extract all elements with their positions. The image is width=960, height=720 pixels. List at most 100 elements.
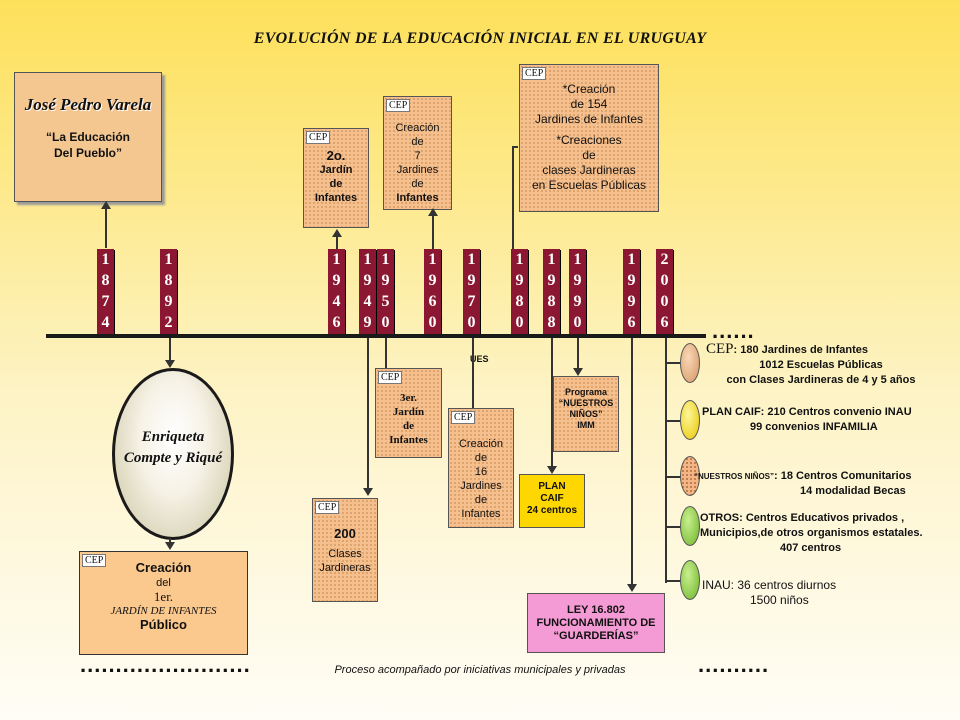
right-caif-text: PLAN CAIF: 210 Centros convenio INAU 99 … [702,405,952,435]
arrow-up-icon [332,229,342,237]
connector-line [472,338,474,408]
footer-dots-left: ........................ [80,652,251,677]
connector-line [665,362,681,364]
event-box-1970: CEP Creación de 16 Jardines de Infantes [448,408,514,528]
right-nuestros-text: “NUESTROS NIÑOS”: 18 Centros Comunitario… [694,469,956,499]
connector-line [169,538,171,544]
box-text: *Creaciones [556,133,622,147]
bullet-nuestros-ninos-icon [680,456,700,496]
connector-line [169,338,171,362]
box-text: Jardines [460,480,502,492]
connector-line [631,338,633,586]
box-text: Jardín [392,406,425,418]
cep-tag: CEP [522,67,547,80]
box-text: Jardines [396,164,439,176]
connector-line [432,215,434,249]
right-line: 1012 Escuelas Públicas [759,359,883,371]
cep-tag: CEP [315,501,340,514]
right-line: 14 modalidad Becas [800,485,906,497]
box-text: PLAN [538,481,566,492]
bullet-otros-icon [680,506,700,546]
box-text: de [403,420,414,432]
box-text: *Creación [562,82,616,96]
arrow-down-icon [573,368,583,376]
event-box-1949: CEP 200 Clases Jardineras [312,498,378,602]
box-text: Jardineras [319,562,371,574]
box-text: Público [140,617,187,632]
connector-line [367,338,369,488]
box-text: NIÑOS” [569,409,603,419]
event-box-1946: CEP 2o. Jardín de Infantes [303,128,369,228]
enriqueta-oval: Enriqueta Compte y Riqué [112,368,234,540]
box-text: Infantes [396,192,439,204]
enriqueta-name: Enriqueta [141,429,205,445]
box-text: de [411,178,424,190]
cep-label: CEP [706,341,734,357]
bullet-inau-icon [680,560,700,600]
cep-tag: CEP [378,371,403,384]
right-line: 99 convenios INFAMILIA [750,421,878,433]
event-box-1996: LEY 16.802 FUNCIONAMIENTO DE “GUARDERÍAS… [527,593,665,653]
footer-dots-right: .......... [698,652,770,677]
connector-line [665,420,681,422]
box-text: 7 [414,150,421,162]
arrow-down-icon [547,466,557,474]
box-text: Jardín [319,164,353,176]
box-text: de [411,136,424,148]
arrow-down-icon [165,360,175,368]
box-text: Programa [564,387,608,397]
arrow-down-icon [627,584,637,592]
connector-line [577,338,579,368]
cep-tag: CEP [82,554,107,567]
event-box-1950: CEP 3er. Jardín de Infantes [375,368,442,458]
arrow-up-icon [428,208,438,216]
box-text: de [474,452,488,464]
timeline-axis [46,334,706,338]
connector-line [665,526,681,528]
right-line: : 18 Centros Comunitarios [774,470,912,482]
box-text: IMM [577,420,595,430]
box-text: JARDÍN DE INFANTES [110,605,217,617]
box-text: 2o. [326,148,346,163]
arrow-up-icon [101,201,111,209]
event-box-1990: Programa “NUESTROS NIÑOS” IMM [553,376,619,452]
box-text: clases Jardineras [542,163,636,177]
footer-text: Proceso acompañado por iniciativas munic… [334,664,626,676]
right-line: Municipios,de otros organismos estatales… [700,527,923,539]
box-text: de [582,148,596,162]
box-text: Creación [458,438,504,450]
right-line: 407 centros [780,542,842,554]
varela-quote: “La Educación Del Pueblo” [15,129,161,161]
event-box-1988: PLAN CAIF 24 centros [519,474,585,528]
connector-line [512,146,518,148]
connector-line [336,236,338,249]
box-text: Jardines de Infantes [534,112,644,126]
varela-quote-line: “La Educación [45,130,131,144]
box-text: Infantes [389,434,428,446]
varela-quote-line: Del Pueblo” [53,146,122,160]
box-text: 1er. [153,589,174,604]
box-text: “GUARDERÍAS” [553,630,639,642]
connector-line [665,476,681,478]
box-text: de 154 [570,97,608,111]
varela-name: José Pedro Varela [24,95,152,114]
box-text: CAIF [540,493,564,504]
cep-tag: CEP [386,99,411,112]
event-box-1892: CEP Creación del 1er. JARDÍN DE INFANTES… [79,551,248,655]
right-line: con Clases Jardineras de 4 y 5 años [726,374,916,386]
box-text: 200 [334,526,356,541]
connector-line [385,338,387,368]
arrow-down-icon [165,542,175,550]
right-inau-text: INAU: 36 centros diurnos 1500 niños [702,578,902,608]
event-box-1960: CEP Creación de 7 Jardines de Infantes [383,96,452,210]
connector-line [551,338,553,466]
box-text: LEY 16.802 [567,604,625,616]
box-text: de [329,178,343,190]
